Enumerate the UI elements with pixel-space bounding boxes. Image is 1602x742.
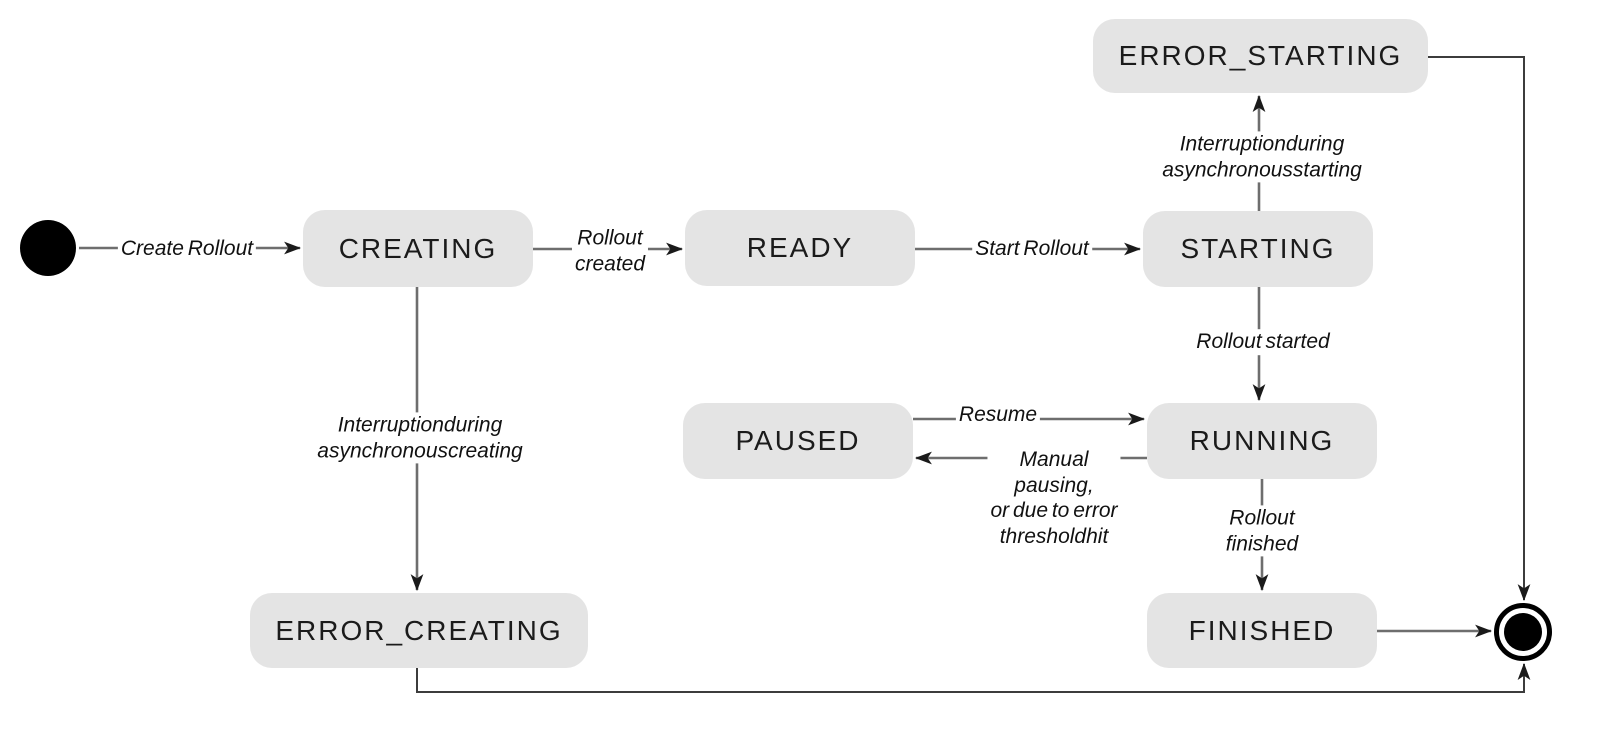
state-starting: STARTING	[1143, 211, 1373, 287]
state-creating-label: CREATING	[338, 232, 498, 264]
state-error-starting: ERROR_STARTING	[1093, 19, 1428, 93]
state-starting-label: STARTING	[1180, 233, 1336, 264]
state-creating: CREATING	[303, 210, 533, 287]
state-finished: FINISHED	[1147, 593, 1377, 668]
edge-label-rollout-finished: Rollout finished	[1222, 505, 1302, 557]
initial-state-marker	[20, 220, 76, 276]
edge-label-interruption-during-creating: Interruptionduring asynchronouscreating	[314, 412, 526, 464]
state-ready: READY	[685, 210, 915, 286]
state-paused: PAUSED	[683, 403, 913, 479]
edge-label-start-rollout: Start Rollout	[972, 236, 1092, 262]
state-error-creating: ERROR_CREATING	[250, 593, 588, 668]
edge-label-rollout-started: Rollout started	[1193, 329, 1333, 355]
edge-label-rollout-created: Rollout created	[571, 225, 649, 277]
state-running: RUNNING	[1147, 403, 1377, 479]
state-running-label: RUNNING	[1189, 425, 1335, 456]
edge-label-resume: Resume	[955, 402, 1041, 428]
state-error-starting-label: ERROR_STARTING	[1118, 40, 1403, 71]
state-paused-label: PAUSED	[735, 425, 861, 456]
final-state-inner-dot	[1504, 613, 1542, 651]
edge-label-manual-pausing: Manual pausing, or due to error threshol…	[987, 446, 1121, 550]
final-state-marker	[1494, 603, 1552, 661]
state-finished-label: FINISHED	[1188, 614, 1336, 646]
edge-error-creating-to-final	[416, 662, 1531, 693]
edge-label-interruption-during-starting: Interruptionduring asynchronousstarting	[1159, 131, 1365, 183]
state-error-creating-label: ERROR_CREATING	[275, 614, 563, 646]
edge-label-create-rollout: Create Rollout	[117, 236, 257, 262]
edge-error-starting-to-final	[1428, 56, 1531, 602]
state-ready-label: READY	[746, 232, 854, 263]
